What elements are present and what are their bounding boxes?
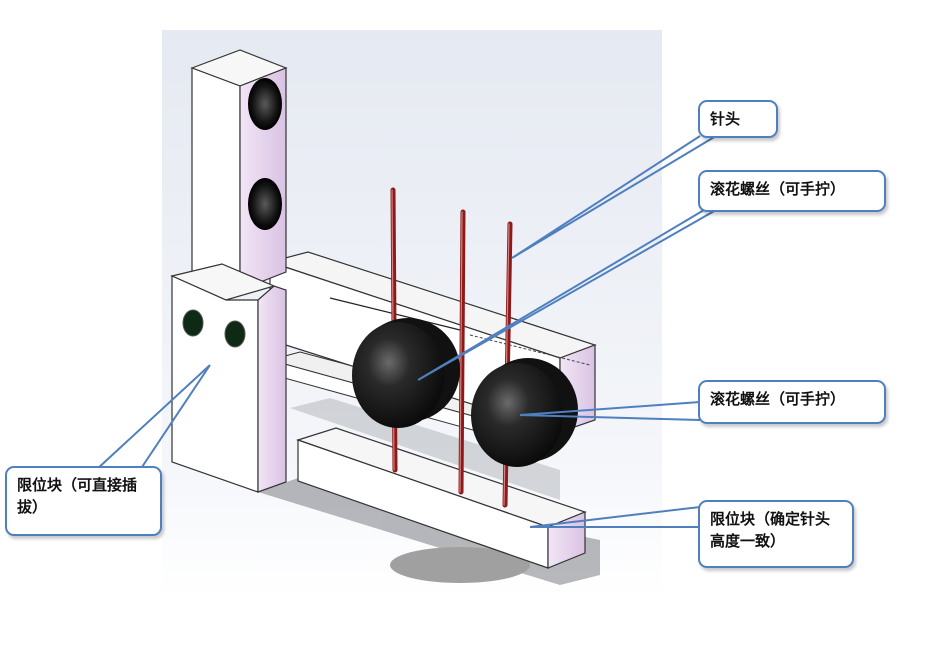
knurled-screw-top-render	[352, 318, 460, 428]
callout-stop-block-left: 限位块（可直接插拔）	[5, 466, 162, 536]
leader-lines	[95, 135, 717, 528]
left-limit-block	[170, 263, 287, 493]
callout-knurled-screw-bottom: 滚花螺丝（可手拧）	[698, 380, 886, 424]
leader-stop-left	[95, 364, 211, 471]
upright-block	[190, 49, 288, 291]
callout-needle-text: 针头	[710, 110, 741, 128]
callout-stop-block-right-text: 限位块（确定针头高度一致）	[710, 510, 831, 550]
needle-2	[458, 209, 466, 495]
leader-stop-right	[529, 506, 701, 528]
callout-knurled-screw-bottom-text: 滚花螺丝（可手拧）	[710, 390, 846, 408]
callout-needle: 针头	[698, 100, 778, 138]
callout-stop-block-right: 限位块（确定针头高度一致）	[698, 500, 854, 568]
left-block-hole-2	[224, 320, 246, 348]
floor-shadow	[258, 398, 600, 585]
upright-hole-bottom	[248, 178, 282, 230]
leader-screw-bottom	[519, 401, 701, 421]
left-block-hole-1	[182, 309, 204, 337]
knurled-screw-bottom-render	[471, 358, 578, 467]
callout-knurled-screw-top-text: 滚花螺丝（可手拧）	[710, 180, 846, 198]
callout-stop-block-left-text: 限位块（可直接插拔）	[17, 476, 138, 516]
leader-needle	[511, 135, 717, 259]
upright-hole-top	[248, 78, 282, 130]
callout-knurled-screw-top: 滚花螺丝（可手拧）	[698, 170, 886, 212]
leader-screw-top	[417, 209, 717, 381]
